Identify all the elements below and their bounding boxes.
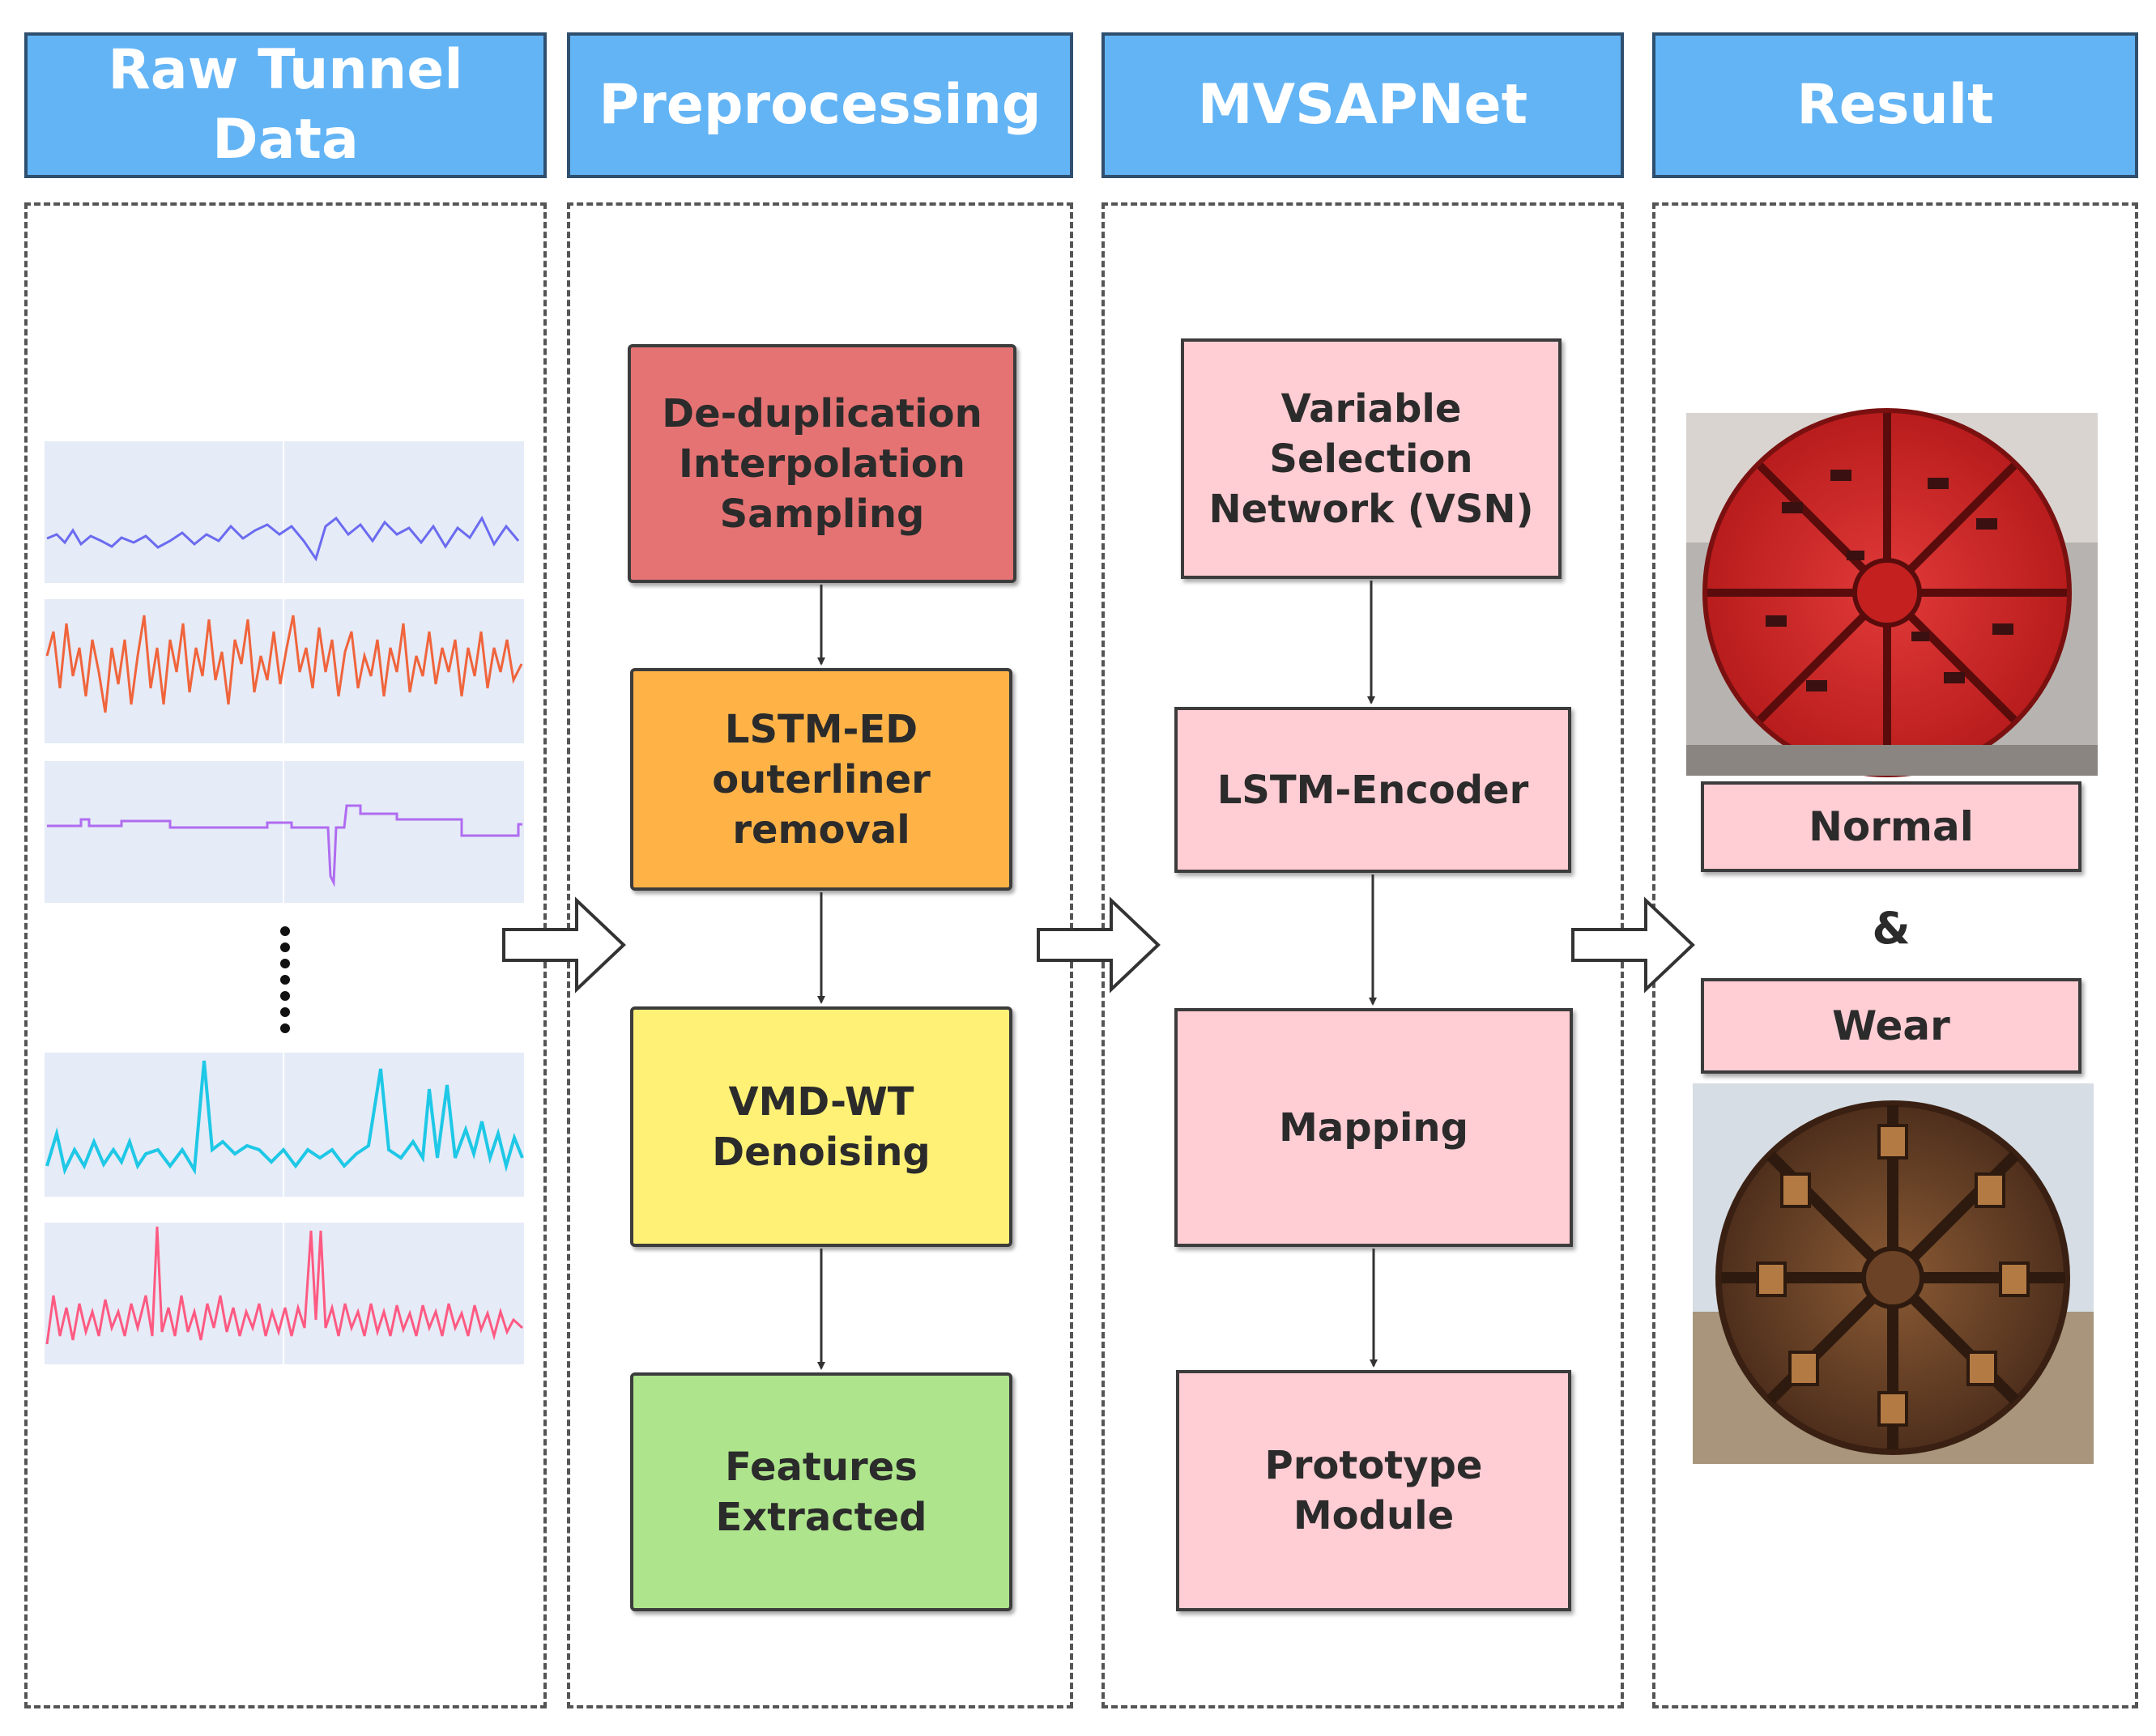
vmd-wt-denoising-box: VMD-WT Denoising [630,1006,1012,1247]
block-arrow-3 [1571,896,1695,994]
header-mvsapnet: MVSAPNet [1101,32,1624,178]
series-4-line [45,1060,524,1176]
prototype-module-box: Prototype Module [1176,1370,1571,1611]
block-arrow-2 [1037,896,1161,994]
block-arrow-1 [502,896,626,994]
wear-label: Wear [1701,978,2081,1074]
flow-arrows [817,581,1378,1370]
features-extracted-box: Features Extracted [630,1372,1012,1611]
normal-label: Normal [1701,781,2081,872]
header-raw-tunnel-data: Raw Tunnel Data [24,32,547,178]
header-preprocessing: Preprocessing [567,32,1073,178]
lstm-ed-outlier-removal-box: LSTM-ED outerliner removal [630,668,1012,891]
tbm-cutterhead-normal-photo [1686,408,2098,777]
variable-selection-network-box: Variable Selection Network (VSN) [1181,338,1562,579]
lstm-encoder-box: LSTM-Encoder [1174,707,1571,873]
header-result: Result [1652,32,2138,178]
block-arrows [502,896,1695,994]
series-3-line [47,804,522,887]
series-1-line [46,515,520,562]
ellipsis-dots [280,926,290,1033]
series-5-line [45,1226,524,1345]
series-2-line [45,615,523,713]
raw-series-plots [45,441,524,1364]
mapping-box: Mapping [1174,1008,1573,1247]
ampersand-label: & [1872,903,1911,954]
tbm-cutterhead-wear-photo [1693,1083,2094,1464]
dedup-interpolation-sampling-box: De-duplication Interpolation Sampling [628,344,1016,583]
